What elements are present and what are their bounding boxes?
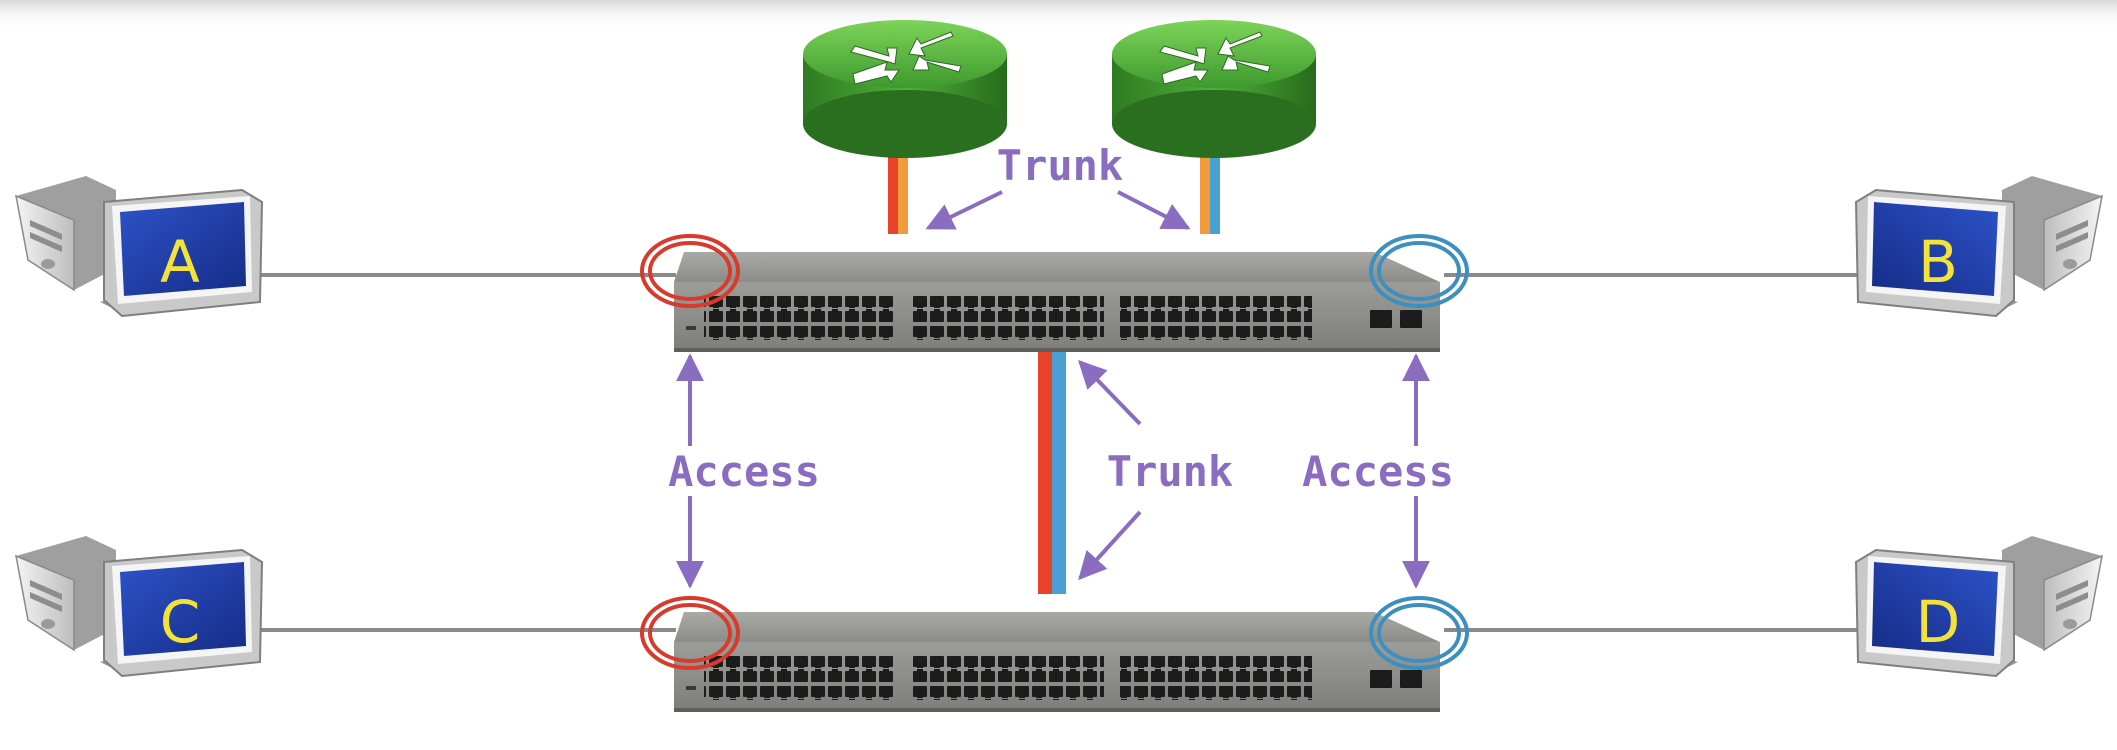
pc-label: D [1916,588,1961,656]
arrow-trunk-top-right [1117,190,1191,230]
pc-d: D [1855,535,2103,677]
router-trunk-cables [888,130,1220,234]
computer-icon [1855,535,2103,677]
arrow-trunk-mid-down [1078,510,1142,581]
trunk-cable-left-red [888,130,898,234]
annotation-arrows [676,190,1430,589]
access-label-right: Access [1302,447,1454,496]
computer-icon [15,175,263,317]
ring-bottom-right [1369,596,1469,670]
access-port-rings [640,234,1469,670]
trunk-label-middle: Trunk [1107,447,1233,496]
top-fade [0,0,2117,30]
pc-label: C [160,588,201,656]
trunk-cable-right-blue [1210,130,1220,234]
switch-top-icon [674,252,1440,352]
computer-icon [1855,175,2103,317]
router-2-icon [1111,19,1317,159]
pc-c: C [15,535,263,677]
pc-b: B [1855,175,2103,317]
ring-bottom-left [640,596,740,670]
trunk-cable-left-orange [898,130,908,234]
ring-top-right [1369,234,1469,308]
router-1-icon [802,19,1008,159]
trunk-label-top: Trunk [997,141,1123,190]
arrow-trunk-mid-up [1078,359,1142,426]
pc-a: A [15,175,263,317]
access-links [250,273,1866,632]
trunk-cable-blue [1052,350,1066,594]
trunk-cable-right-orange [1200,130,1210,234]
pc-label: B [1918,228,1958,296]
trunk-cable-red [1038,350,1052,594]
switch-bottom-icon [674,612,1440,712]
access-label-left: Access [668,447,820,496]
inter-switch-trunk-cable [1038,350,1066,594]
pc-label: A [160,228,200,296]
arrow-trunk-top-left [925,190,1003,230]
computer-icon [15,535,263,677]
ring-top-left [640,234,740,308]
